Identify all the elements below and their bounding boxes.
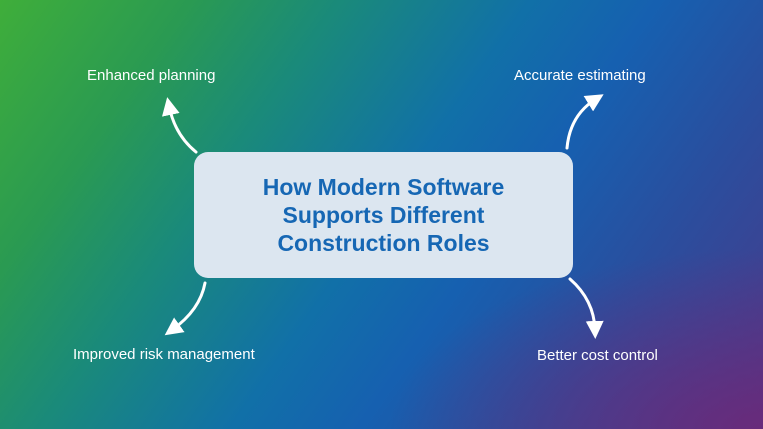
branch-label-accurate-estimating: Accurate estimating — [514, 67, 646, 84]
branch-label-enhanced-planning: Enhanced planning — [87, 67, 216, 84]
branch-label-improved-risk-management: Improved risk management — [73, 346, 255, 363]
central-topic-title: How Modern Software Supports Different C… — [219, 173, 549, 257]
arrow-up-right-icon — [565, 94, 604, 150]
arrow-up-left-icon — [162, 97, 198, 154]
arrow-down-right-icon — [568, 277, 604, 339]
central-topic-box: How Modern Software Supports Different C… — [194, 152, 573, 278]
title-line-3: Construction Roles — [277, 230, 490, 256]
title-line-1: How Modern Software — [262, 174, 505, 200]
title-line-2: Supports Different — [282, 202, 485, 228]
arrow-down-left-icon — [164, 281, 207, 336]
branch-label-better-cost-control: Better cost control — [537, 347, 658, 364]
